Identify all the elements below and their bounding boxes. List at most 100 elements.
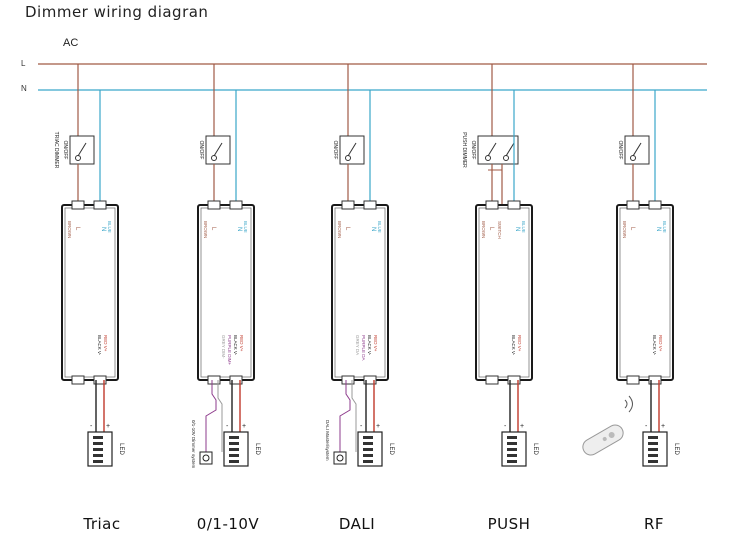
led-chip [93,454,103,457]
led-label: LED [118,443,124,455]
control-wire-gray [217,380,223,452]
neutral-wire-label: BLUE [662,221,667,233]
output-line-label: PURPLE DA [361,335,366,361]
switch-label: ON/OFF [62,141,68,160]
led-chip [363,448,373,451]
neutral-rail-label: N [21,84,27,93]
terminal-l [485,200,499,210]
output-line-label: RED V+ [658,335,663,352]
terminal-n [648,200,662,210]
remote-button [602,437,607,441]
terminal-out-right [363,375,377,385]
switch-contact [630,155,636,161]
switch-lever [347,142,357,157]
led-chip [229,436,239,439]
switch-contact [345,155,351,161]
minus-sign: - [90,423,93,430]
switch-lever [632,142,642,157]
plus-sign: + [242,423,246,430]
terminal-out-right [93,375,107,385]
switch-lever [213,142,223,157]
output-line-label: RED V+ [239,335,244,352]
led-chip [507,436,517,439]
switch-label: PUSH DIMMER [461,132,467,168]
led-chip [93,442,103,445]
switch-box [339,135,365,165]
led-chip [648,460,658,463]
switch-wire-label: SWITCH [497,221,502,239]
minus-sign: - [504,423,507,430]
diagram-title: Dimmer wiring diagran [25,3,209,21]
plus-sign: + [106,423,110,430]
output-line-label: RED V+ [373,335,378,352]
output-line-label: GREY DIM- [221,335,226,359]
led-chip [648,436,658,439]
switch-box [477,135,519,165]
led-chip [507,448,517,451]
minus-sign: - [360,423,363,430]
line-rail-label: L [21,59,26,68]
driver-inner [64,207,116,378]
led-chip [229,442,239,445]
driver-inner [478,207,530,378]
led-chip [363,442,373,445]
driver-box [331,204,389,381]
led-chip [648,442,658,445]
terminal-out-right [648,375,662,385]
switch-label: TRIAC DIMMER [53,132,59,169]
terminal-out-left [341,375,355,385]
driver-inner [334,207,386,378]
live-wire-label: BROWN [203,221,208,238]
output-line-label: BLACK V- [511,335,516,356]
terminal-l-label: L [629,227,635,231]
terminal-n [229,200,243,210]
output-line-label: BLACK V- [367,335,372,356]
live-wire-label: BROWN [337,221,342,238]
switch-label: ON/OFF [470,141,476,160]
label-0-10v: 0/1-10V [196,515,260,533]
switch-label: ON/OFF [617,141,623,160]
led-chip [363,460,373,463]
live-wire-label: BROWN [67,221,72,238]
ac-label: AC [63,37,79,49]
terminal-l [71,200,85,210]
terminal-n-label: N [370,227,376,231]
control-knob [202,454,210,462]
rf-remote [582,424,624,456]
signal-wave [628,395,633,413]
driver-inner [200,207,252,378]
terminal-n [93,200,107,210]
terminal-out-right [507,375,521,385]
switch-contact [211,155,217,161]
terminal-n-label: N [236,227,242,231]
control-knob [336,454,344,462]
led-chip [93,460,103,463]
live-wire-label: BROWN [481,221,486,238]
minus-sign: - [226,423,229,430]
terminal-n [507,200,521,210]
control-wire-gray [351,380,357,452]
terminal-n-label: N [514,227,520,231]
switch-lever [77,142,87,157]
output-line-label: RED V+ [103,335,108,352]
terminal-n-label: N [100,227,106,231]
switch-label: ON/OFF [332,141,338,160]
output-line-label: BLACK V- [233,335,238,356]
led-chip [229,454,239,457]
terminal-l [626,200,640,210]
led-label: LED [254,443,260,455]
label-triac: Triac [83,515,121,533]
neutral-wire-label: BLUE [107,221,112,233]
led-chip [648,448,658,451]
control-label: 0/1-10V Dimmer system [191,420,196,469]
terminal-out-left [71,375,85,385]
switch-label: ON/OFF [198,141,204,160]
terminal-out-right [229,375,243,385]
control-wire-purple [205,380,217,452]
led-chip [363,454,373,457]
remote-button [608,432,615,438]
led-label: LED [388,443,394,455]
switch-contact [485,155,491,161]
